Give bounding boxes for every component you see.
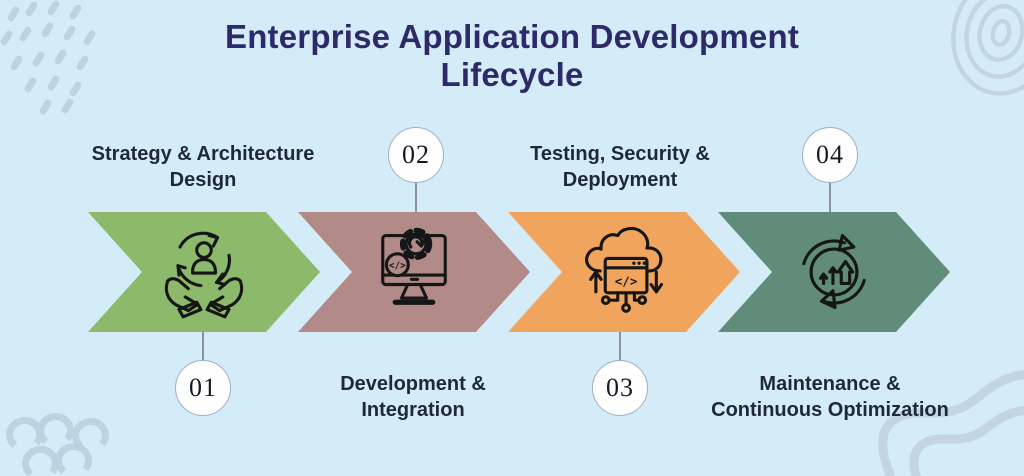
stage-4-number-badge: 04 xyxy=(802,127,858,183)
stage-1-arrow xyxy=(88,212,320,332)
page-title-line1: Enterprise Application Development xyxy=(224,18,800,55)
concentric-rings-decoration xyxy=(951,0,1024,96)
dash-decoration xyxy=(60,97,75,115)
stage-1-label: Strategy & Architecture Design xyxy=(91,143,315,191)
stage-2-arrow: </> xyxy=(298,212,530,332)
stage-1-number-badge: 01 xyxy=(175,360,231,416)
stage-2-connector-line xyxy=(415,183,417,212)
stage-4-label: Maintenance & Continuous Optimization xyxy=(711,373,949,421)
stage-3-number-badge: 03 xyxy=(592,360,648,416)
stage-3-label: Testing, Security & Deployment xyxy=(530,143,710,191)
stage-4-arrow xyxy=(718,212,950,332)
page-title: Enterprise Application Development Lifec… xyxy=(0,18,1024,94)
svg-text:</>: </> xyxy=(389,260,406,271)
svg-text:</>: </> xyxy=(615,274,638,289)
page-title-line2: Lifecycle xyxy=(440,56,584,93)
hands-care-person-cycle-icon xyxy=(164,231,244,319)
stage-3-arrow: </> xyxy=(508,212,740,332)
dash-decoration xyxy=(38,98,53,116)
dash-decoration xyxy=(24,0,39,18)
cycle-growth-arrows-icon xyxy=(802,233,866,309)
monitor-gear-code-icon: </> xyxy=(381,227,447,305)
stage-3-connector-line xyxy=(619,332,621,360)
stage-1-connector-line xyxy=(202,332,204,360)
cloud-code-deployment-icon: </> xyxy=(585,226,664,313)
stage-4-connector-line xyxy=(829,183,831,212)
stage-2-number-badge: 02 xyxy=(388,127,444,183)
dash-decoration xyxy=(46,0,61,17)
stage-2-label: Development & Integration xyxy=(340,373,486,421)
waves-decoration xyxy=(878,369,1024,476)
